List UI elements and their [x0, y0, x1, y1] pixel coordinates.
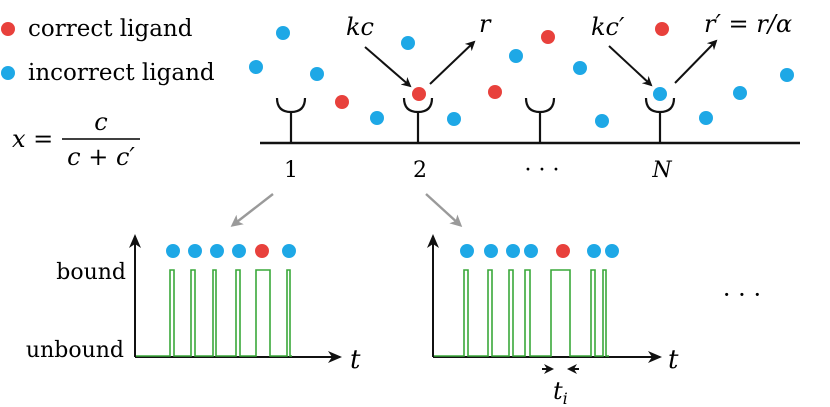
receptor-label-1: 1 — [284, 158, 298, 183]
receptor-n — [644, 97, 676, 143]
incorrect-ligand — [733, 86, 747, 100]
rate-kc: kc — [346, 13, 374, 41]
receptor-3 — [524, 97, 556, 143]
trace-panel-1: bound unbound t — [26, 234, 361, 375]
incorrect-ligand — [401, 36, 415, 50]
incorrect-ligand — [509, 49, 523, 63]
trace-panel-2: t ti — [427, 234, 679, 407]
incorrect-binding-event — [506, 244, 520, 258]
axis-label-unbound: unbound — [26, 338, 124, 363]
formula-lhs: x = — [12, 125, 53, 153]
correct-ligand — [655, 22, 669, 36]
interval-label-subscript: i — [563, 389, 568, 407]
incorrect-binding-event — [587, 244, 601, 258]
correct-binding-event — [556, 244, 570, 258]
incorrect-binding-event — [188, 244, 202, 258]
rate-arrows: kc r kc′ r′ = r/α — [346, 10, 792, 88]
unbinding-arrow-r-prime — [674, 39, 718, 84]
incorrect-binding-event — [524, 244, 538, 258]
axis-label-t: t — [350, 345, 361, 375]
incorrect-ligand — [310, 67, 324, 81]
incorrect-ligand-swatch — [1, 66, 15, 80]
axis-label-t: t — [668, 345, 679, 375]
rate-r: r — [479, 10, 492, 38]
correct-ligand — [335, 95, 349, 109]
bound-correct-ligand — [412, 87, 426, 101]
binding-trace — [434, 269, 609, 357]
bound-incorrect-ligand — [653, 87, 667, 101]
incorrect-ligand-label: incorrect ligand — [28, 60, 215, 86]
incorrect-ligand — [573, 61, 587, 75]
correct-ligand — [541, 30, 555, 44]
formula-denominator: c + c′ — [67, 143, 135, 171]
pointer-arrow-receptor-2 — [425, 193, 463, 228]
incorrect-ligand — [780, 68, 794, 82]
incorrect-ligand — [595, 114, 609, 128]
incorrect-ligand — [447, 112, 461, 126]
incorrect-binding-event — [166, 244, 180, 258]
incorrect-ligand — [370, 111, 384, 125]
receptor-label-ellipsis: · · · — [525, 158, 560, 183]
incorrect-binding-event — [460, 244, 474, 258]
interval-label: ti — [553, 377, 568, 407]
more-panels-ellipsis: · · · — [723, 281, 761, 309]
rate-r-prime: r′ = r/α — [704, 10, 792, 38]
unbinding-arrow-r — [429, 40, 476, 85]
correct-ligand-label: correct ligand — [28, 16, 193, 42]
binding-arrow-kc — [364, 46, 412, 88]
axis-label-bound: bound — [56, 260, 126, 285]
incorrect-binding-event — [605, 244, 619, 258]
incorrect-binding-event — [210, 244, 224, 258]
rate-kc-prime: kc′ — [591, 13, 625, 41]
correct-ligand — [488, 85, 502, 99]
incorrect-binding-event — [484, 244, 498, 258]
incorrect-binding-event — [232, 244, 246, 258]
pointer-arrow-receptor-1 — [230, 193, 274, 227]
receptor-1 — [275, 97, 307, 143]
binding-trace — [136, 269, 292, 357]
incorrect-ligand — [276, 26, 290, 40]
correct-ligand-swatch — [1, 22, 15, 36]
ligands — [249, 22, 794, 128]
membrane: 1 2 · · · N — [260, 97, 800, 183]
receptor-label-n: N — [651, 158, 672, 183]
fraction-formula: x = c c + c′ — [12, 108, 140, 171]
binding-arrow-kc-prime — [608, 45, 653, 87]
legend: correct ligand incorrect ligand — [1, 16, 215, 86]
receptor-label-2: 2 — [413, 158, 427, 183]
formula-numerator: c — [94, 108, 107, 136]
interval-label-t: t — [553, 377, 563, 405]
incorrect-ligand — [699, 111, 713, 125]
incorrect-ligand — [249, 60, 263, 74]
incorrect-binding-event — [282, 244, 296, 258]
correct-binding-event — [255, 244, 269, 258]
receptor-2 — [402, 97, 434, 143]
